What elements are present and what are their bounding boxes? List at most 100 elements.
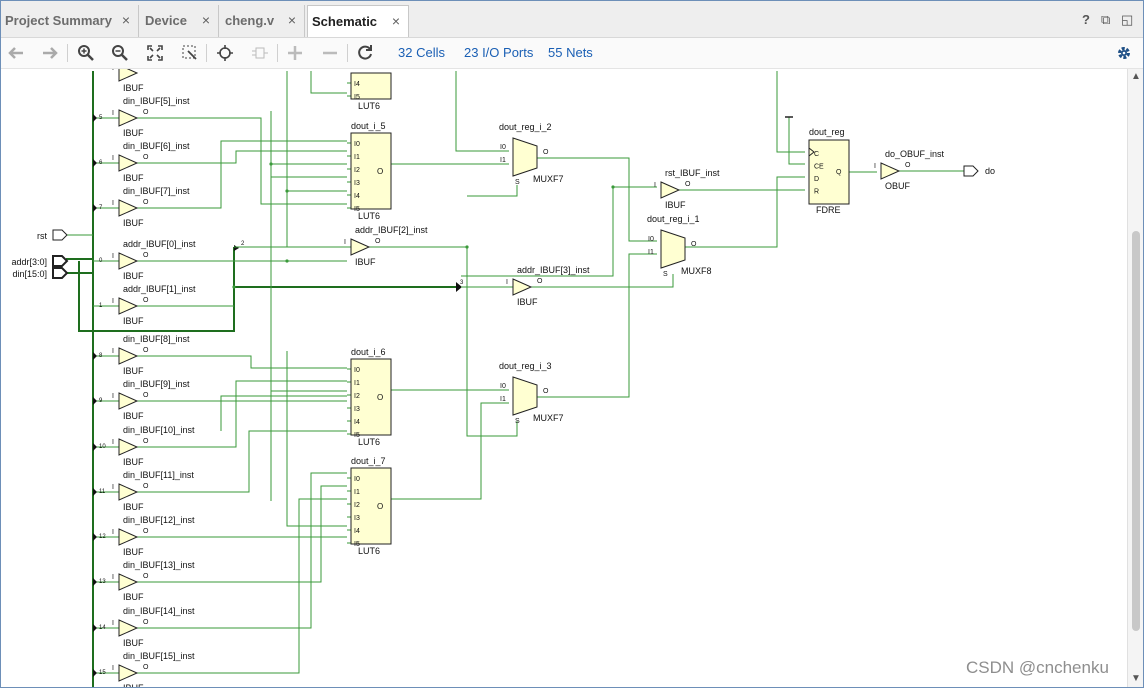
lut-body[interactable] bbox=[350, 467, 392, 545]
net-wire[interactable] bbox=[776, 71, 805, 153]
net-wire[interactable] bbox=[310, 71, 347, 94]
clock-mark[interactable] bbox=[808, 147, 815, 157]
add-icon[interactable] bbox=[284, 42, 306, 64]
help-icon[interactable]: ? bbox=[1082, 12, 1090, 27]
net-wire[interactable] bbox=[531, 274, 674, 288]
io-ports-link[interactable]: 23 I/O Ports bbox=[464, 45, 534, 60]
net-wire[interactable] bbox=[137, 498, 347, 674]
route-icon[interactable] bbox=[249, 42, 271, 64]
bus-tap[interactable] bbox=[93, 443, 97, 451]
locate-icon[interactable] bbox=[214, 42, 236, 64]
remove-icon[interactable] bbox=[319, 42, 341, 64]
buffer-symbol[interactable] bbox=[350, 238, 371, 256]
tab-schematic[interactable]: Schematic × bbox=[307, 5, 409, 37]
net-wire[interactable] bbox=[455, 71, 509, 152]
settings-icon[interactable] bbox=[1113, 42, 1135, 64]
bus-tap[interactable] bbox=[93, 669, 97, 677]
port-din[interactable]: din[15:0] bbox=[12, 267, 69, 279]
net-wire[interactable] bbox=[788, 117, 805, 165]
buffer-symbol[interactable] bbox=[118, 154, 139, 172]
close-icon[interactable]: × bbox=[287, 12, 296, 28]
bus-arrow[interactable] bbox=[456, 282, 462, 292]
buffer-symbol[interactable] bbox=[118, 438, 139, 456]
buffer-symbol[interactable] bbox=[118, 252, 139, 270]
buffer-symbol[interactable] bbox=[118, 297, 139, 315]
lut-body[interactable] bbox=[350, 132, 392, 210]
buffer-symbol[interactable] bbox=[118, 392, 139, 410]
buffer-symbol[interactable] bbox=[118, 573, 139, 591]
net-wire[interactable] bbox=[137, 117, 347, 205]
buffer-symbol[interactable] bbox=[880, 162, 901, 180]
din-buffer[interactable]: IOIBUF bbox=[112, 69, 149, 93]
net-wire[interactable] bbox=[78, 247, 235, 332]
scroll-thumb[interactable] bbox=[1132, 231, 1140, 631]
zoom-out-icon[interactable] bbox=[109, 42, 131, 64]
mux-body[interactable] bbox=[512, 137, 538, 177]
tab-cheng-v[interactable]: cheng.v × bbox=[221, 5, 305, 37]
tab-device[interactable]: Device × bbox=[141, 5, 219, 37]
fit-icon[interactable] bbox=[144, 42, 166, 64]
net-wire[interactable] bbox=[137, 150, 347, 164]
scroll-down-icon[interactable]: ▼ bbox=[1131, 673, 1141, 684]
buffer-symbol[interactable] bbox=[118, 664, 139, 682]
net-wire[interactable] bbox=[537, 253, 657, 398]
port-symbol[interactable] bbox=[963, 165, 979, 177]
buffer-symbol[interactable] bbox=[118, 619, 139, 637]
zoom-area-icon[interactable] bbox=[179, 42, 201, 64]
bus-tap[interactable] bbox=[93, 397, 97, 405]
buffer-symbol[interactable] bbox=[118, 109, 139, 127]
bus-tap[interactable] bbox=[93, 488, 97, 496]
net-wire[interactable] bbox=[220, 395, 347, 431]
port-addr[interactable]: addr[3:0] bbox=[11, 255, 69, 267]
buffer-symbol[interactable] bbox=[118, 69, 139, 82]
port-do[interactable]: do bbox=[963, 165, 995, 177]
net-wire[interactable] bbox=[137, 485, 347, 583]
buffer-symbol[interactable] bbox=[118, 483, 139, 501]
buffer-symbol[interactable] bbox=[118, 347, 139, 365]
restore-icon[interactable]: ⧉ bbox=[1101, 12, 1111, 27]
net-wire[interactable] bbox=[369, 246, 518, 437]
cells-link[interactable]: 32 Cells bbox=[398, 45, 445, 60]
net-wire[interactable] bbox=[685, 176, 805, 248]
back-icon[interactable] bbox=[5, 42, 27, 64]
bus-tap[interactable] bbox=[93, 159, 97, 167]
net-wire[interactable] bbox=[137, 355, 347, 369]
vertical-scrollbar[interactable]: ▲ ▼ bbox=[1127, 69, 1143, 687]
net-wire[interactable] bbox=[137, 380, 347, 448]
net-wire[interactable] bbox=[461, 187, 614, 277]
net-wire[interactable] bbox=[537, 157, 657, 242]
net-wire[interactable] bbox=[467, 185, 518, 197]
close-icon[interactable]: × bbox=[391, 13, 400, 29]
scroll-up-icon[interactable]: ▲ bbox=[1131, 71, 1141, 82]
net-wire[interactable] bbox=[137, 140, 347, 209]
port-symbol[interactable] bbox=[52, 267, 69, 279]
bus-tap[interactable] bbox=[93, 533, 97, 541]
lut-body[interactable] bbox=[350, 72, 392, 100]
net-wire[interactable] bbox=[286, 351, 347, 527]
mux-body[interactable] bbox=[660, 229, 686, 269]
net-wire[interactable] bbox=[137, 472, 347, 629]
buffer-symbol[interactable] bbox=[660, 181, 681, 199]
lut-body[interactable] bbox=[350, 358, 392, 436]
close-icon[interactable]: × bbox=[201, 12, 210, 28]
net-wire[interactable] bbox=[137, 430, 347, 493]
